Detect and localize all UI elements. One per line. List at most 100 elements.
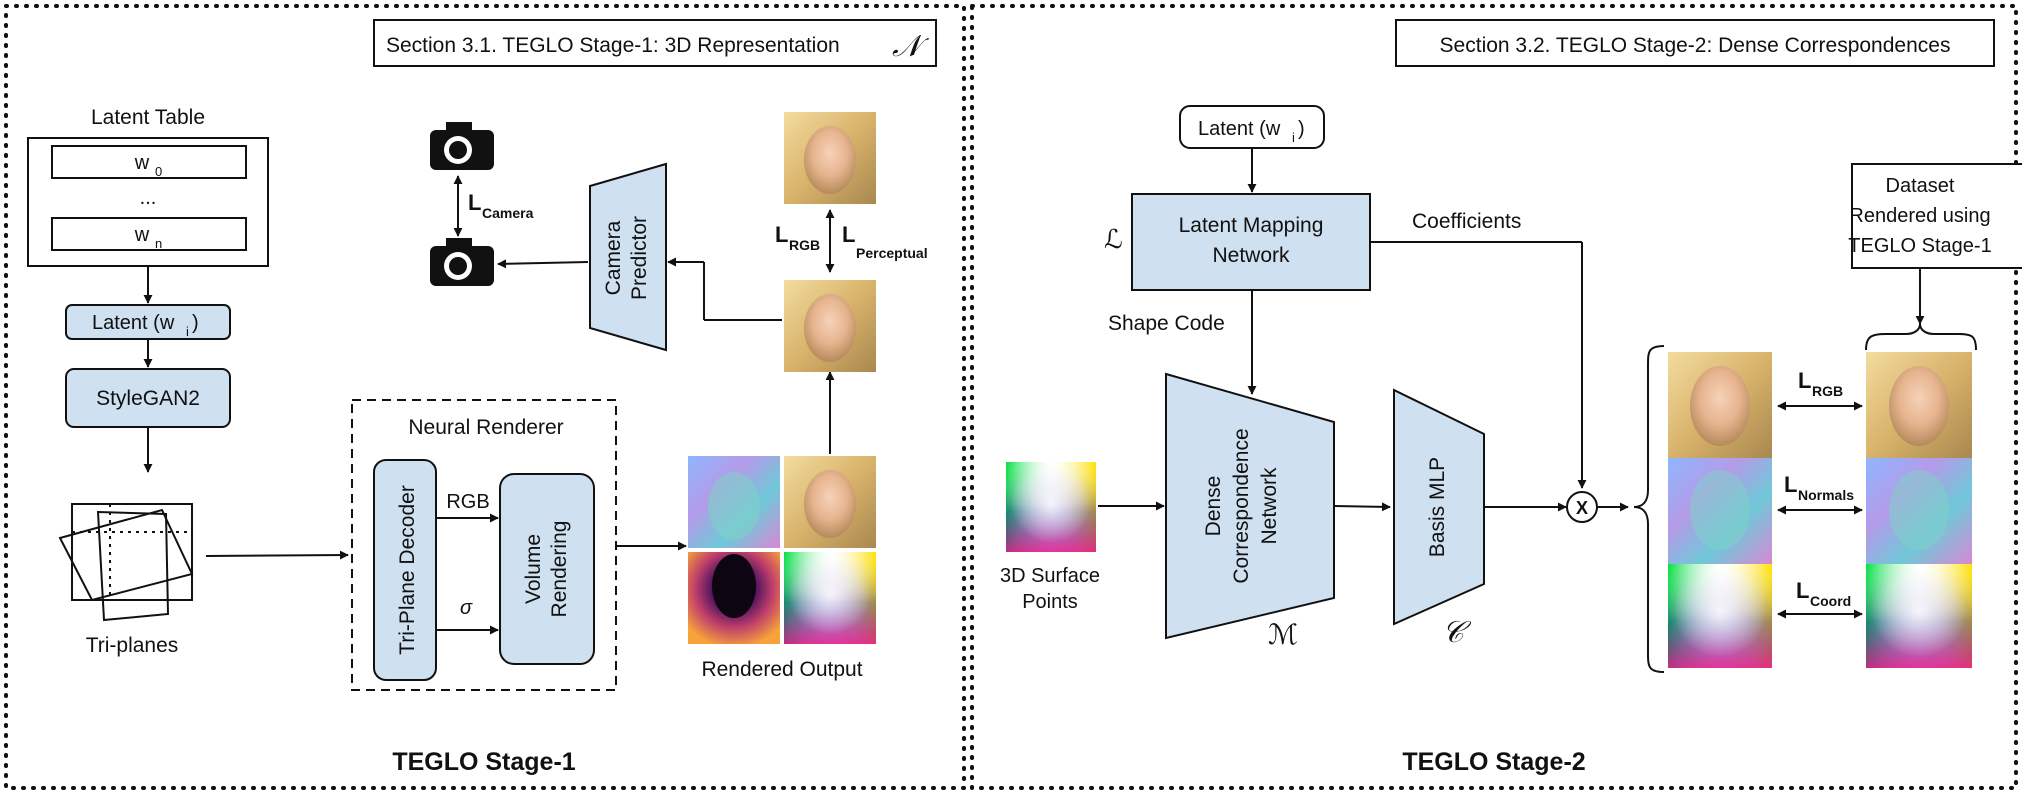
dataset-brace	[1865, 323, 1977, 351]
svg-text:L: L	[1784, 472, 1797, 497]
dataset-line3: TEGLO Stage-1	[1848, 235, 1991, 257]
stage2-latent-close: )	[1298, 118, 1305, 140]
stage1-latent-label: Latent (w	[92, 312, 175, 334]
svg-text:RGB: RGB	[1812, 383, 1843, 399]
camera-icon-target	[430, 122, 494, 170]
gt-normals-thumb	[1866, 458, 1972, 564]
latent-table-wn: w	[134, 224, 150, 246]
camera-predictor: Camera Predictor	[589, 162, 667, 352]
latent-mapping-network: Latent Mapping Network	[1131, 193, 1371, 291]
gt-coord-thumb	[1866, 564, 1972, 668]
svg-text:L: L	[775, 222, 788, 247]
basis-mlp: Basis MLP	[1393, 388, 1485, 626]
stage1-latent-close: )	[192, 312, 199, 334]
shape-code-label: Shape Code	[1108, 312, 1225, 335]
basis-symbol: 𝒞	[1442, 616, 1472, 649]
neural-renderer-title: Neural Renderer	[408, 416, 563, 439]
stage2-latent-label: Latent (w	[1198, 118, 1281, 140]
stage2-latent-sub: i	[1292, 130, 1295, 145]
mapping-line2: Network	[1212, 244, 1290, 267]
stylegan2-box: StyleGAN2	[65, 368, 231, 428]
latent-table: Latent Table w 0 ... w n	[27, 106, 269, 267]
volume-rendering-line1: Volume	[522, 534, 545, 604]
surface-points-line2: Points	[1022, 591, 1078, 613]
latent-table-ellipsis: ...	[140, 187, 157, 209]
latent-table-w0-sub: 0	[155, 164, 162, 179]
gt-face-thumb	[1866, 352, 1972, 458]
stage1-latent-box: Latent (w i )	[65, 304, 231, 340]
rendered-depth-thumb	[688, 552, 780, 644]
rendered-output-grid	[688, 456, 876, 644]
camera-icon-predicted	[430, 238, 494, 286]
prediction-coord-thumb	[1668, 564, 1772, 668]
svg-text:Camera: Camera	[482, 205, 534, 221]
coefficients-label: Coefficients	[1412, 210, 1521, 233]
latent-table-w0: w	[134, 152, 150, 174]
rendered-normals-thumb	[688, 456, 780, 548]
volume-rendering-box	[499, 473, 595, 665]
rgb-label: RGB	[446, 491, 489, 513]
triplane-decoder-label: Tri-Plane Decoder	[396, 485, 419, 655]
triplane-decoder-box	[373, 459, 437, 681]
prediction-face-thumb	[1668, 352, 1772, 458]
latent-table-wn-sub: n	[155, 236, 162, 251]
prediction-column	[1668, 352, 1772, 668]
sigma-label: σ	[460, 597, 473, 619]
stage2-section-header: Section 3.2. TEGLO Stage-2: Dense Corres…	[1395, 19, 1995, 67]
svg-text:Coord: Coord	[1810, 593, 1851, 609]
rendered-output-label: Rendered Output	[701, 658, 862, 681]
stage2-latent-box: Latent (w i )	[1179, 105, 1325, 149]
loss-rgb-stage1: L RGB	[775, 222, 820, 253]
multiply-label: X	[1576, 498, 1588, 518]
svg-text:L: L	[1798, 368, 1811, 393]
basis-label: Basis MLP	[1426, 457, 1449, 557]
latent-table-row-w0	[51, 145, 247, 179]
multiply-node: X	[1566, 491, 1598, 523]
latent-table-title: Latent Table	[91, 106, 205, 129]
dense-line1: Dense	[1202, 476, 1225, 537]
stylegan2-label: StyleGAN2	[96, 387, 200, 410]
stage1-latent-sub: i	[186, 324, 189, 339]
dense-line2: Correspondence	[1230, 428, 1253, 583]
camera-predictor-line1: Camera	[602, 220, 625, 295]
latent-table-row-wn	[51, 217, 247, 251]
surface-points-thumb	[1006, 462, 1096, 552]
rendered-face-thumb	[784, 456, 876, 548]
predicted-face-thumb	[784, 280, 876, 372]
svg-text:L: L	[468, 190, 481, 215]
stage2-panel-border	[970, 4, 2018, 790]
prediction-normals-thumb	[1668, 458, 1772, 564]
stage1-footer: TEGLO Stage-1	[392, 748, 575, 776]
dataset-line2: Rendered using	[1849, 205, 1990, 227]
mapping-line1: Latent Mapping	[1179, 214, 1324, 237]
rendered-coord-thumb	[784, 552, 876, 644]
svg-text:RGB: RGB	[789, 237, 820, 253]
triplanes-icon	[58, 503, 194, 622]
ground-truth-column	[1866, 352, 1972, 668]
mapping-symbol: ℒ	[1104, 224, 1123, 254]
loss-perceptual-stage1: L Perceptual	[842, 222, 928, 261]
stage2-section-title: Section 3.2. TEGLO Stage-2: Dense Corres…	[1440, 34, 1951, 57]
dataset-line1: Dataset	[1886, 175, 1955, 197]
neural-renderer: Neural Renderer Tri-Plane Decoder Volume…	[351, 399, 617, 691]
target-face-thumb	[784, 112, 876, 204]
stage2-footer: TEGLO Stage-2	[1402, 748, 1585, 776]
loss-coord-stage2: L Coord	[1796, 578, 1851, 609]
surface-points-line1: 3D Surface	[1000, 565, 1100, 587]
loss-camera: L Camera	[468, 190, 534, 221]
stage1-section-title: Section 3.1. TEGLO Stage-1: 3D Represent…	[386, 34, 840, 57]
dense-line3: Network	[1258, 467, 1281, 545]
stage1-panel-border	[4, 4, 966, 790]
loss-normals-stage2: L Normals	[1784, 472, 1854, 503]
svg-text:L: L	[1796, 578, 1809, 603]
predictions-brace	[1633, 345, 1665, 673]
camera-predictor-line2: Predictor	[628, 216, 651, 300]
volume-rendering-line2: Rendering	[548, 521, 571, 618]
dense-correspondence-network: Dense Correspondence Network	[1165, 372, 1335, 640]
svg-text:L: L	[842, 222, 855, 247]
stage1-section-header: Section 3.1. TEGLO Stage-1: 3D Represent…	[373, 19, 937, 67]
loss-rgb-stage2: L RGB	[1798, 368, 1843, 399]
svg-text:Normals: Normals	[1798, 487, 1854, 503]
triplanes-label: Tri-planes	[86, 634, 179, 657]
